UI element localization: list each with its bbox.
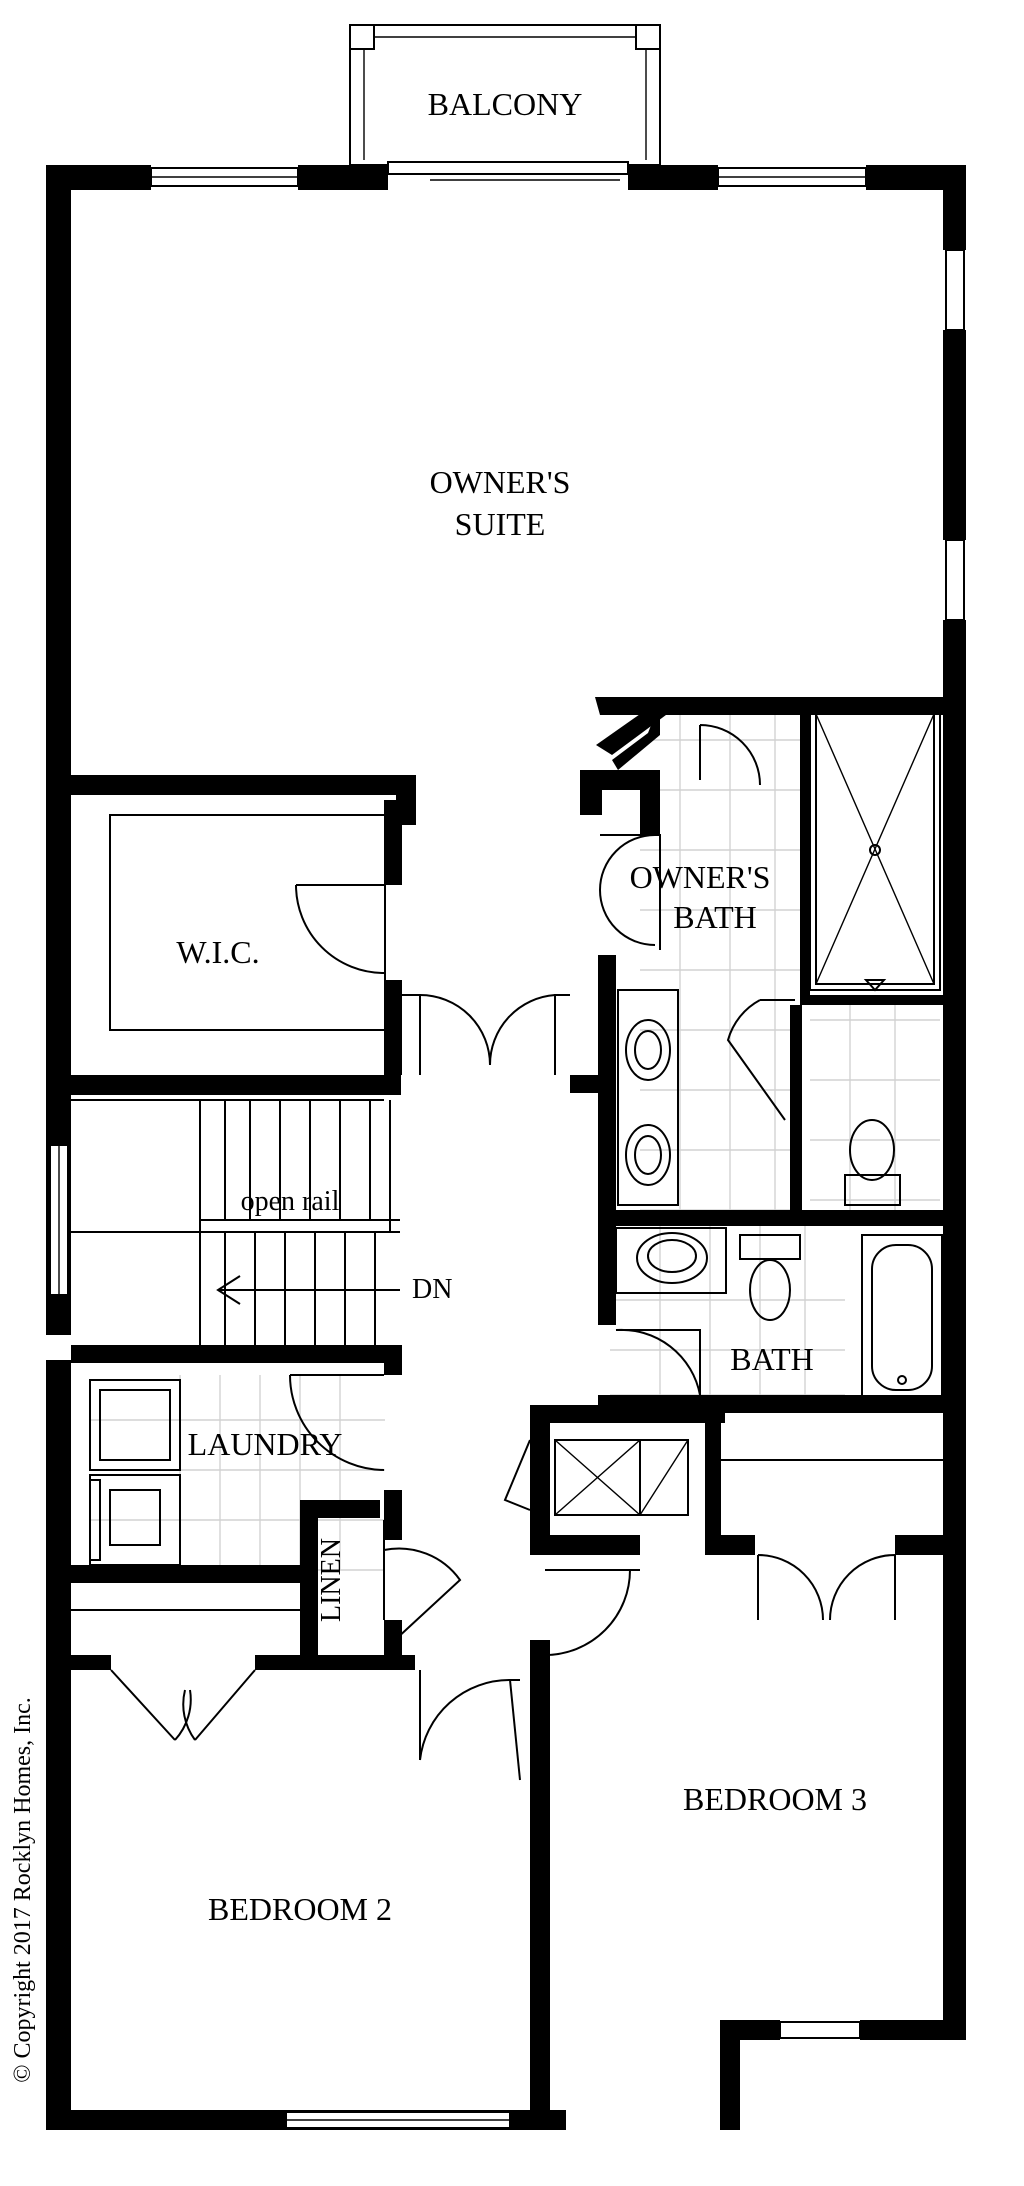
owners-toilet	[844, 1119, 901, 1206]
balcony	[349, 24, 661, 166]
owners-suite-doors	[402, 994, 570, 1075]
room-label-balcony: BALCONY	[428, 86, 583, 122]
laundry-appliances	[89, 1374, 385, 1566]
bedroom3-door	[544, 1569, 640, 1656]
copyright-notice: © Copyright 2017 Rocklyn Homes, Inc.	[10, 1697, 36, 2083]
stairs	[71, 1099, 400, 1350]
hall-closet	[503, 1439, 689, 1516]
bedroom2-door	[419, 1670, 521, 1781]
room-label-wic: W.I.C.	[176, 934, 259, 970]
bedroom3-closet	[721, 1459, 945, 1621]
windows	[49, 161, 965, 2129]
owners-bath-doors	[599, 724, 795, 1121]
owners-vanity	[617, 989, 679, 1206]
stairs-rail-note: open rail	[241, 1186, 340, 1217]
room-label-linen: LINEN	[316, 1538, 347, 1622]
labels: BALCONY OWNER'S SUITE W.I.C. OWNER'S BAT…	[10, 86, 867, 2083]
room-label-owners-bath-2: BATH	[673, 899, 757, 935]
bedroom2-closet	[71, 1579, 300, 1741]
bath-door	[615, 1328, 701, 1396]
stairs-direction: DN	[412, 1274, 452, 1305]
room-label-bedroom3: BEDROOM 3	[683, 1781, 867, 1817]
interior-walls	[71, 697, 950, 2130]
bath-fixtures	[615, 1227, 943, 1401]
room-label-bedroom2: BEDROOM 2	[208, 1891, 392, 1927]
room-label-bath: BATH	[730, 1341, 814, 1377]
exterior-walls	[46, 165, 966, 2130]
linen-door	[383, 1520, 462, 1641]
room-label-owners-suite-2: SUITE	[455, 506, 546, 542]
room-label-owners-suite-1: OWNER'S	[430, 464, 571, 500]
room-label-laundry: LAUNDRY	[188, 1426, 343, 1462]
room-label-owners-bath-1: OWNER'S	[630, 859, 771, 895]
wic-shelf	[109, 814, 386, 1031]
wic-door	[295, 884, 385, 974]
shower	[809, 707, 941, 992]
